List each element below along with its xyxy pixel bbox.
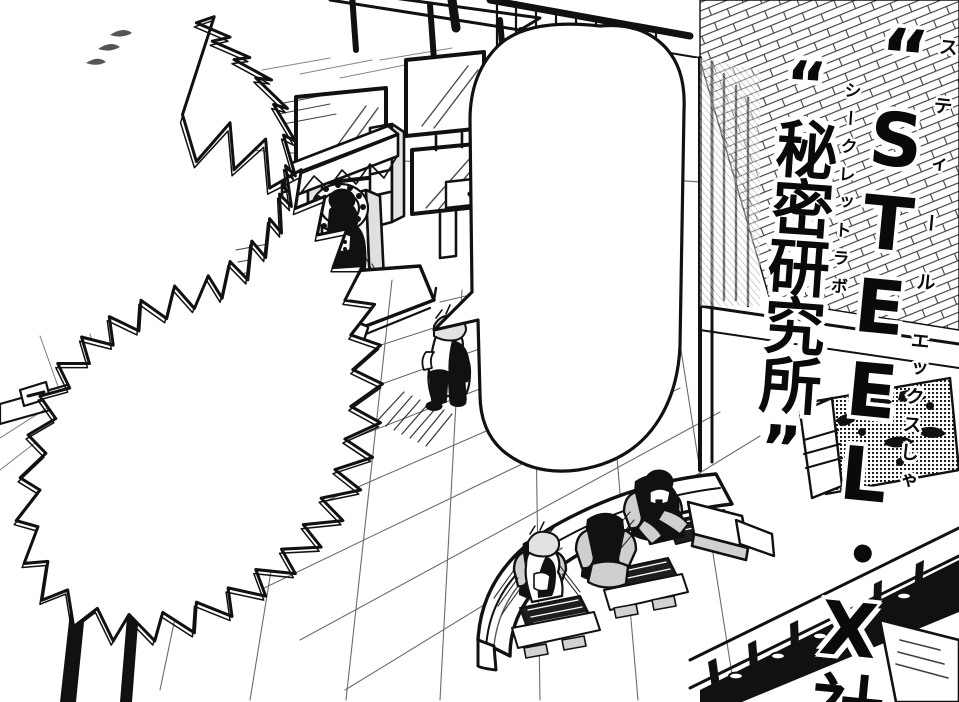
support-pillars xyxy=(698,56,959,472)
brick-wall xyxy=(699,0,959,331)
monitor-stand xyxy=(434,131,464,260)
character-operator-back xyxy=(607,469,689,555)
character-operator-front xyxy=(493,521,583,615)
curved-console-desk xyxy=(476,469,776,672)
balloon-motion-ticks xyxy=(86,29,132,65)
monitor-desk-far xyxy=(734,518,776,558)
shout-balloon-left xyxy=(13,15,384,646)
character-walking-protagonist xyxy=(421,304,472,411)
floor-speedlines xyxy=(377,391,453,447)
speech-balloon-center xyxy=(432,22,686,473)
keyboard-left xyxy=(511,595,601,659)
office-chair-middle xyxy=(574,512,638,589)
catwalk-railing xyxy=(688,526,959,702)
tone-block-right xyxy=(798,376,959,500)
